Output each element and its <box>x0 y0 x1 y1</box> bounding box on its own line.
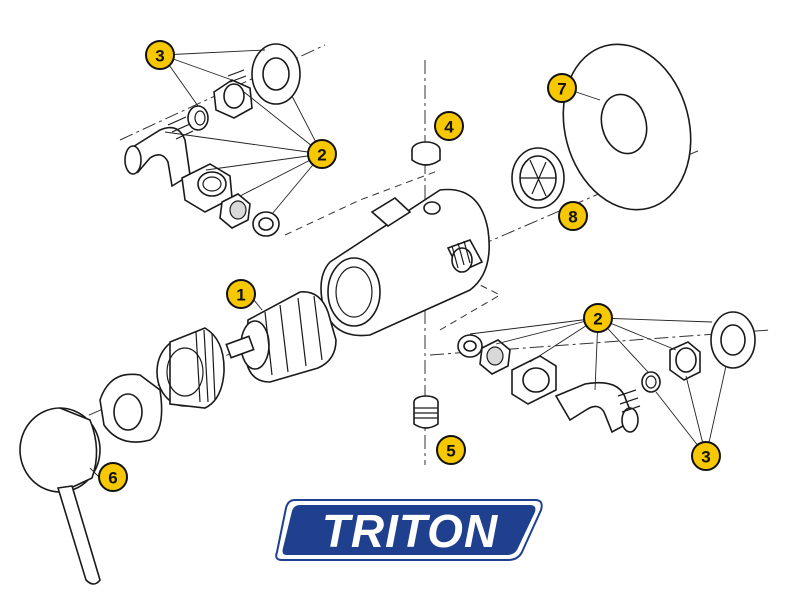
filter-bottom <box>413 395 439 429</box>
callout-3-top-label: 3 <box>155 47 164 66</box>
callout-2-bottom: 2 <box>583 303 613 333</box>
callout-1-label: 1 <box>236 286 245 305</box>
elbow-fitting-bottom <box>554 381 641 434</box>
callout-3-bottom-label: 3 <box>701 448 710 467</box>
olive-bottom <box>641 371 661 393</box>
callout-6-label: 6 <box>108 469 117 488</box>
callout-1: 1 <box>226 279 256 309</box>
callout-5-label: 5 <box>446 442 455 461</box>
wall-flange-top <box>251 43 301 105</box>
callout-2-top: 2 <box>307 139 337 169</box>
callout-6: 6 <box>98 462 128 492</box>
blanking-plug-top <box>411 141 441 166</box>
callout-8: 8 <box>558 201 588 231</box>
brand-logo: TRITON <box>275 499 543 561</box>
olive-top <box>187 105 209 131</box>
top-left-fittings <box>124 43 301 237</box>
callout-7: 7 <box>547 73 577 103</box>
callout-8-label: 8 <box>568 208 577 227</box>
valve-body <box>320 188 490 337</box>
cover-plate <box>562 43 692 211</box>
thermostatic-cartridge <box>225 291 337 383</box>
compression-nut-bottom <box>511 355 557 405</box>
bottom-right-fittings <box>457 311 756 434</box>
callout-4: 4 <box>434 111 464 141</box>
compression-insert-top <box>219 193 251 229</box>
elbow-fitting-top <box>124 116 194 188</box>
callout-2-top-label: 2 <box>317 146 326 165</box>
hex-adaptor-bottom <box>669 341 701 381</box>
shroud-nut <box>156 327 225 409</box>
callout-3-bottom: 3 <box>691 441 721 471</box>
callout-7-label: 7 <box>557 80 566 99</box>
callout-2-bottom-label: 2 <box>593 310 602 329</box>
callout-5: 5 <box>436 435 466 465</box>
callout-4-label: 4 <box>444 118 454 137</box>
concealing-cover <box>99 373 163 443</box>
wall-flange-bottom <box>710 311 756 369</box>
washer-top <box>252 211 280 237</box>
callout-3-top: 3 <box>145 40 175 70</box>
compression-insert-bottom <box>479 339 511 375</box>
washer-bottom <box>457 334 483 358</box>
check-valve-housing <box>511 147 565 209</box>
brand-logo-text: TRITON <box>322 505 498 557</box>
lever-handle <box>19 407 101 585</box>
